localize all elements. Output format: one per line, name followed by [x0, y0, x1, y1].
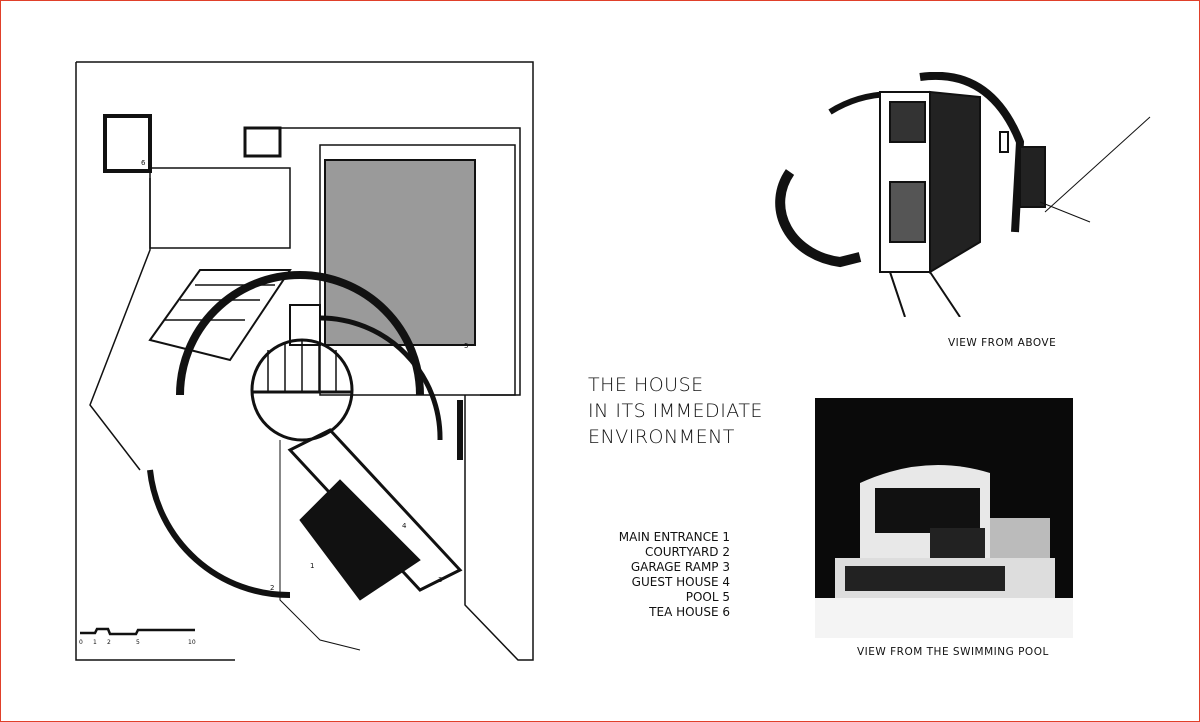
plan-label-3: 3	[438, 576, 442, 584]
title-line: IN ITS IMMEDIATE	[588, 400, 763, 422]
tea-house	[103, 114, 152, 173]
scale-label: 0	[79, 639, 83, 646]
legend-item: MAIN ENTRANCE 1	[618, 530, 730, 544]
title-line: THE HOUSE	[588, 374, 704, 396]
legend-item: GARAGE RAMP 3	[630, 560, 730, 574]
legend: MAIN ENTRANCE 1 COURTYARD 2 GARAGE RAMP …	[590, 530, 730, 620]
caption-view-from-above: VIEW FROM ABOVE	[948, 337, 1057, 349]
plan-label-4: 4	[402, 522, 407, 530]
view-from-pool-photo	[815, 398, 1073, 638]
plan-label-2: 2	[270, 584, 274, 592]
scale-label: 2	[107, 639, 111, 646]
scale-label: 5	[136, 639, 140, 646]
scale-bar: 0 1 2 5 10	[79, 627, 196, 646]
site-plan: 1 2 3 4 5 6 0 1 2 5 10	[75, 61, 534, 661]
title-line: ENVIRONMENT	[588, 426, 735, 448]
plan-label-6: 6	[141, 159, 146, 167]
caption-view-from-pool: VIEW FROM THE SWIMMING POOL	[857, 646, 1049, 658]
page-title: THE HOUSE IN ITS IMMEDIATE ENVIRONMENT	[588, 372, 763, 450]
scale-label: 1	[93, 639, 97, 646]
plan-label-1: 1	[310, 562, 314, 570]
legend-item: COURTYARD 2	[644, 545, 730, 559]
plan-label-5: 5	[464, 342, 468, 350]
legend-item: GUEST HOUSE 4	[631, 575, 730, 589]
view-from-above-drawing	[775, 72, 1151, 317]
plan-boundary	[76, 61, 534, 661]
pool	[324, 159, 476, 346]
legend-item: TEA HOUSE 6	[649, 605, 730, 619]
legend-item: POOL 5	[685, 590, 730, 604]
scale-label: 10	[188, 639, 196, 646]
